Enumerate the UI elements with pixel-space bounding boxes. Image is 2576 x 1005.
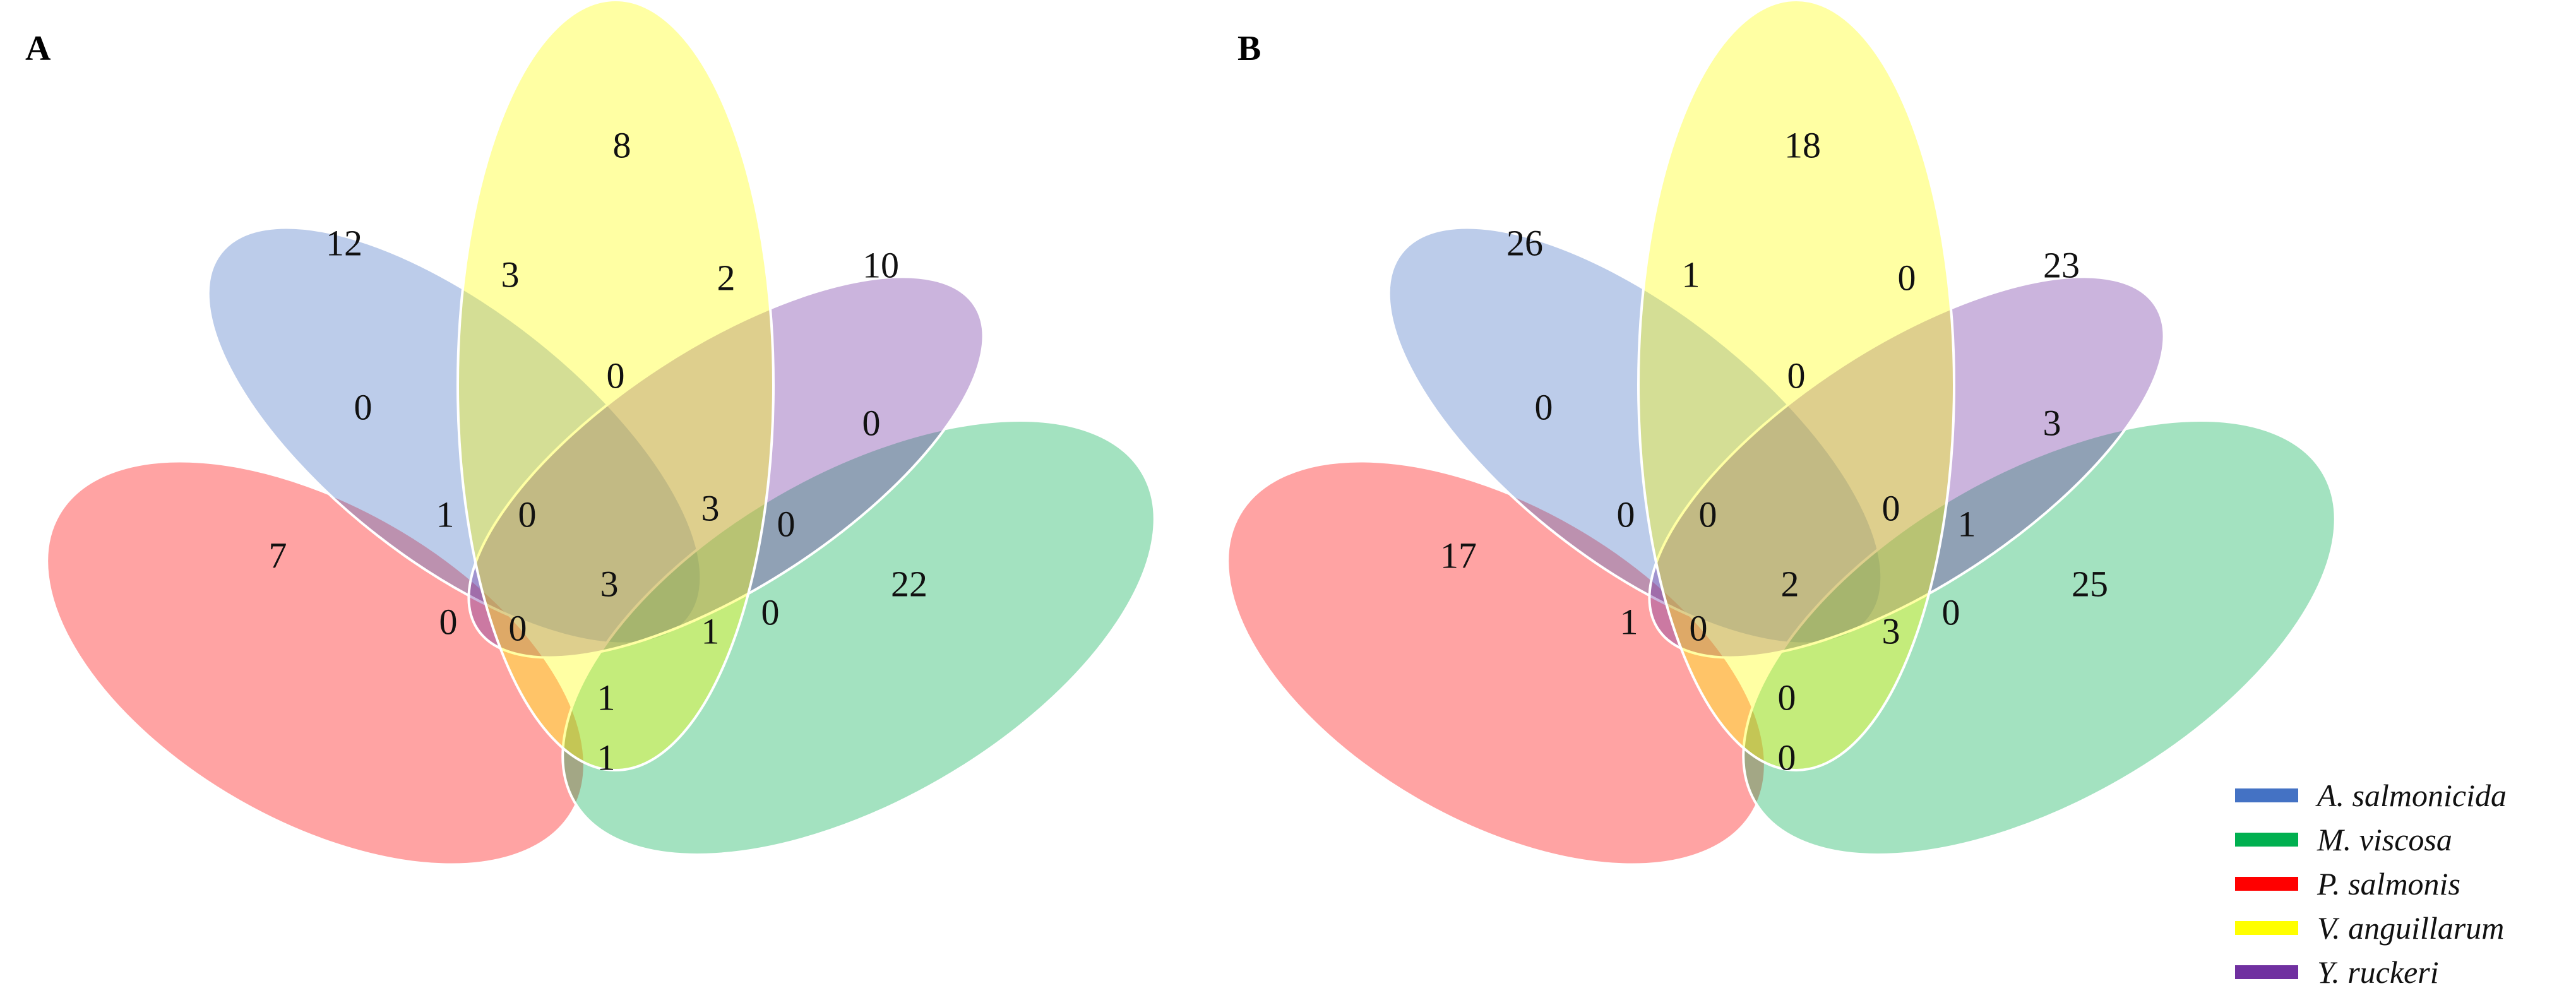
region-count: 0 [518, 494, 537, 535]
region-count: 0 [777, 504, 796, 545]
venn-set-ellipse [561, 419, 1156, 856]
region-count: 3 [701, 488, 720, 529]
region-count: 3 [1882, 611, 1900, 652]
region-count: 1 [1682, 254, 1700, 295]
region-count: 3 [2043, 403, 2061, 444]
region-count: 0 [439, 602, 458, 643]
legend-label: V. anguillarum [2317, 910, 2504, 946]
region-count: 0 [354, 387, 373, 428]
region-count: 0 [1699, 494, 1717, 535]
region-count: 2 [717, 258, 736, 299]
region-count: 1 [1620, 602, 1638, 643]
legend-swatch [2235, 921, 2298, 935]
region-count: 0 [1787, 355, 1806, 396]
legend-swatch [2235, 788, 2298, 802]
venn-set-ellipse [206, 226, 703, 645]
region-count: 0 [1617, 494, 1635, 535]
region-count: 22 [891, 564, 927, 605]
region-count: 0 [1778, 677, 1796, 718]
venn-set-ellipse [1637, 0, 1955, 771]
region-count: 0 [509, 608, 527, 649]
region-count: 12 [326, 223, 362, 264]
region-count: 0 [1778, 737, 1796, 778]
region-count: 3 [600, 564, 619, 605]
legend-label: A. salmonicida [2315, 778, 2507, 813]
legend-label: P. salmonis [2317, 866, 2460, 901]
venn-set-ellipse [1742, 419, 2337, 856]
venn-set-ellipse [467, 275, 985, 659]
region-count: 25 [2072, 564, 2108, 605]
panel-label: A [25, 29, 51, 68]
region-count: 17 [1440, 535, 1477, 576]
region-count: 10 [862, 245, 899, 286]
region-count: 7 [269, 535, 287, 576]
region-count: 0 [1882, 488, 1900, 529]
venn-set-ellipse [1387, 226, 1883, 645]
legend-swatch [2235, 965, 2298, 979]
legend-label: M. viscosa [2317, 822, 2452, 857]
region-count: 1 [597, 737, 616, 778]
region-count: 0 [1535, 387, 1553, 428]
region-count: 0 [1898, 258, 1916, 299]
venn-set-ellipse [1226, 460, 1767, 866]
panel-label: B [1237, 29, 1261, 68]
venn-set-ellipse [1648, 275, 2166, 659]
region-count: 18 [1784, 125, 1821, 166]
region-count: 1 [436, 494, 455, 535]
region-count: 0 [862, 403, 881, 444]
region-count: 0 [607, 355, 625, 396]
region-count: 3 [501, 254, 520, 295]
region-count: 0 [761, 592, 780, 633]
region-count: 2 [1781, 564, 1799, 605]
venn-set-ellipse [45, 460, 586, 866]
region-count: 0 [1942, 592, 1960, 633]
region-count: 26 [1506, 223, 1543, 264]
region-count: 1 [701, 611, 720, 652]
legend-swatch [2235, 877, 2298, 891]
region-count: 1 [1958, 504, 1976, 545]
region-count: 23 [2043, 245, 2080, 286]
legend-label: Y. ruckeri [2317, 954, 2439, 990]
region-count: 8 [613, 125, 631, 166]
legend: A. salmonicida M. viscosa P. salmonis V. an… [2235, 778, 2507, 990]
region-count: 0 [1690, 608, 1708, 649]
legend-swatch [2235, 833, 2298, 847]
region-count: 1 [597, 677, 616, 718]
venn-set-ellipse [456, 0, 775, 771]
